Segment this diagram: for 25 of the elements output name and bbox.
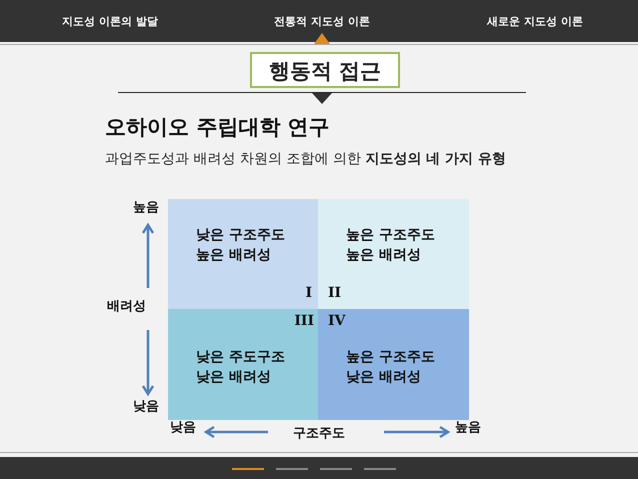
axis-label: 배려성 bbox=[107, 298, 146, 315]
quadrant-box bbox=[318, 199, 469, 309]
quadrant-text: 높은 구조주도 낮은 배려성 bbox=[346, 348, 436, 387]
quadrant-text: 낮은 주도구조 낮은 배려성 bbox=[196, 348, 286, 387]
quadrant-box bbox=[168, 199, 318, 309]
axis-label: 구조주도 bbox=[293, 425, 345, 442]
nav-tab-label: 새로운 지도성 이론 bbox=[487, 14, 583, 29]
heading-text: 행동적 접근 bbox=[268, 58, 382, 85]
axis-label: 높음 bbox=[133, 199, 159, 216]
roman-numeral: I bbox=[305, 285, 312, 301]
quadrant-text: 낮은 구조주도 높은 배려성 bbox=[196, 226, 286, 265]
quadrant-text: 높은 구조주도 높은 배려성 bbox=[346, 226, 436, 265]
roman-numeral: III bbox=[294, 313, 314, 329]
axis-label: 낮음 bbox=[133, 398, 159, 415]
heading-box bbox=[250, 52, 400, 88]
quadrant-box bbox=[318, 309, 469, 420]
title-text: 오하이오 주립대학 연구 bbox=[105, 114, 330, 141]
quadrant-box bbox=[168, 309, 318, 420]
axis-label: 낮음 bbox=[170, 419, 196, 436]
axis-label: 높음 bbox=[455, 419, 481, 436]
nav-tab-label: 지도성 이론의 발달 bbox=[62, 14, 158, 29]
roman-numeral: IV bbox=[328, 313, 346, 329]
nav-tab-label: 전통적 지도성 이론 bbox=[274, 14, 370, 29]
roman-numeral: II bbox=[328, 285, 342, 301]
subtitle-text: 과업주도성과 배려성 차원의 조합에 의한 지도성의 네 가지 유형 bbox=[105, 150, 506, 168]
